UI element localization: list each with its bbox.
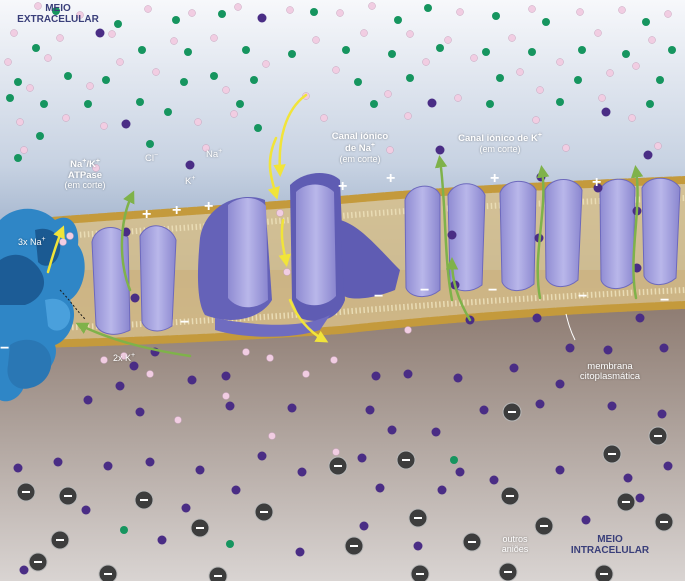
ion-particles [4,2,676,575]
cl-ion-label: Cl− [145,152,158,165]
atpase-line2: ATPase [67,169,103,181]
canal-na-label: Canal iónico de Na+ (em corte) [320,131,400,165]
membrana-line2: citoplasmática [579,371,641,383]
negative-charge-sign: − [420,282,430,299]
canal-na-line1: Canal iónico [331,131,389,142]
k-efflux-arrow-3 [536,165,550,300]
canal-k-label: Canal iónico de K+ (em corte) [440,132,560,154]
k-channels-right [404,177,681,297]
meio-intracelular-line1: MEIO [597,534,623,545]
k-efflux-arrow-4 [630,165,644,300]
pump-k-count-charge: + [131,352,136,359]
na-ion-label: Na+ [206,148,222,161]
k-efflux-arrow-5 [445,257,472,322]
na-channel [197,173,400,337]
cl-charge: − [153,152,159,159]
atpase-na: Na [70,159,83,171]
positive-charge-sign: + [386,170,396,187]
pump-leader-dashes [59,289,87,321]
meio-extracelular-line1: MEIO [45,3,71,14]
positive-charge-sign: + [490,170,500,187]
pump-k-arrow [75,322,192,358]
atpase-na-charge: + [82,158,87,165]
positive-charge-sign: + [592,174,602,191]
membrana-label: membrana citoplasmática [555,361,665,383]
negative-charge-sign: − [488,282,498,299]
na-influx-arrow-2 [273,93,308,177]
atpase-line1: Na+/K+ [52,158,118,171]
k-efflux-arrow-1 [120,190,135,292]
positive-charge-sign: + [142,206,152,223]
na-influx-arrow-4 [288,298,329,343]
k-ion-label: K+ [185,175,195,188]
canal-na-charge: + [370,142,375,150]
positive-charge-sign: + [338,178,348,195]
meio-intracelular-label: MEIO INTRACELULAR [560,534,660,556]
negative-charge-sign: − [0,340,10,357]
negative-charge-sign: − [374,288,384,305]
pump-na-count: 3x Na [18,237,42,247]
outros-anioes-label: outros aniões [490,534,540,555]
na-influx-arrow-1 [267,136,280,200]
pump-k-count: 2x K [113,353,132,363]
negative-charge-sign: − [578,288,588,305]
outros-line1: outros [502,534,528,544]
na-influx-arrow-3 [278,218,291,267]
canal-na-line3: (em corte) [339,154,381,165]
k-channel-left [91,225,177,335]
positive-charge-sign: + [172,202,182,219]
negative-charge-sign: − [660,292,670,309]
k-text: K [185,176,192,188]
canal-k-text: Canal iónico de K [458,133,538,145]
na-text: Na [206,149,219,161]
atpase-k: /K [86,159,96,171]
membrane-label-leader [565,313,576,341]
k-ions [13,13,673,575]
membrana-line1: membrana [587,361,633,372]
pump-na-count-label: 3x Na+ [18,236,46,248]
na-charge: + [218,148,223,155]
canal-k-charge: + [537,132,542,139]
k-efflux-arrow-2 [434,155,454,302]
canal-k-line1: Canal iónico de K+ [440,132,560,145]
canal-k-line2: (em corte) [479,143,521,154]
meio-extracelular-line2: EXTRACELULAR [17,14,99,25]
negative-charge-sign: − [180,314,190,331]
atpase-label: Na+/K+ ATPase (em corte) [52,158,118,191]
canal-na-line2: de Na+ [320,142,400,155]
ion-flow-arrows [46,93,644,358]
cl-text: Cl [145,153,154,165]
positive-charge-sign: + [204,198,214,215]
pump-na-count-charge: + [41,236,46,243]
meio-intracelular-line2: INTRACELULAR [570,545,650,556]
k-charge: + [191,175,196,182]
pump-na-arrow [46,225,65,274]
atpase-line3: (em corte) [64,180,106,191]
na-ions [4,2,672,456]
outros-line2: aniões [501,543,529,554]
meio-extracelular-label: MEIO EXTRACELULAR [13,3,103,25]
cl-ions [6,4,676,548]
anions [16,402,674,581]
atpase-k-charge: + [95,158,100,165]
canal-na-ion: de Na [345,143,371,155]
pump-k-count-label: 2x K+ [113,352,135,364]
